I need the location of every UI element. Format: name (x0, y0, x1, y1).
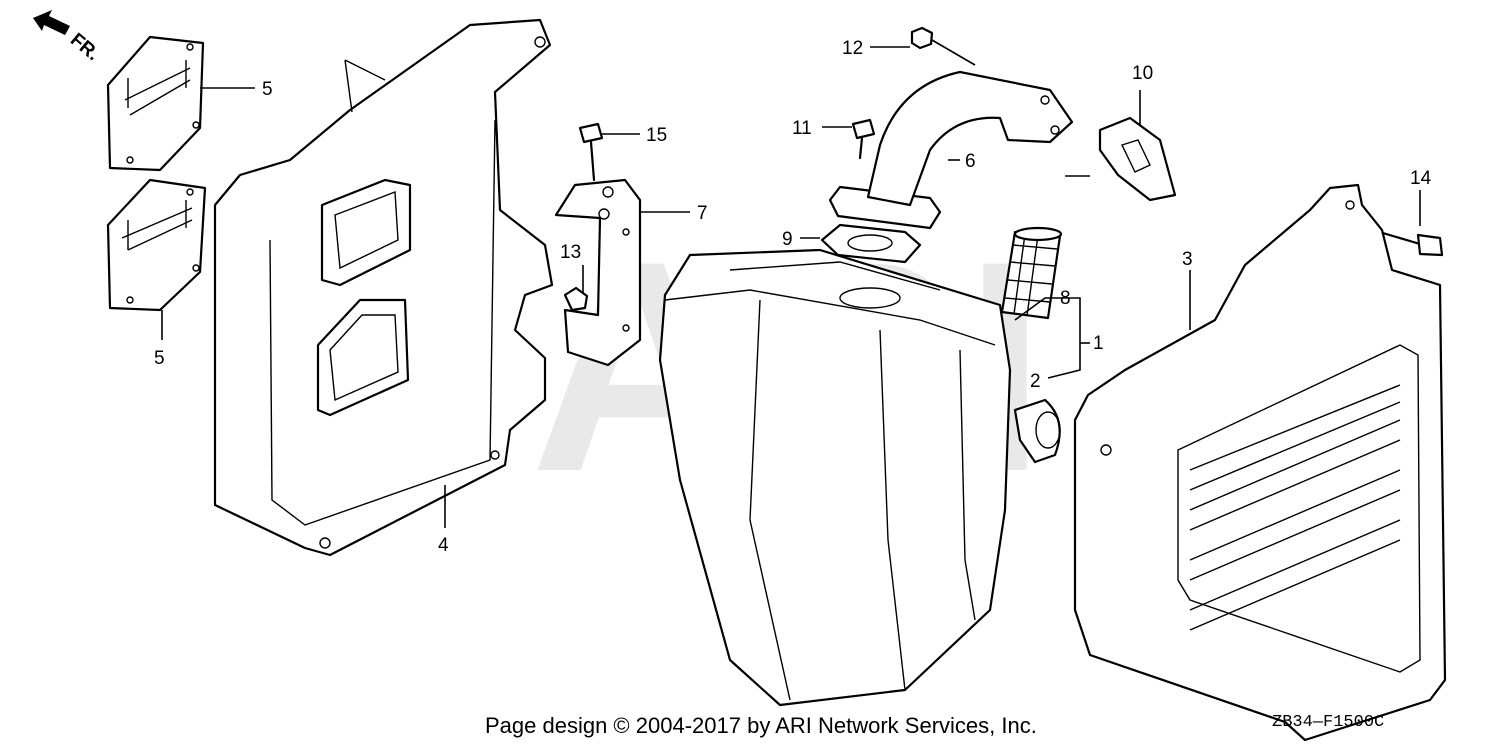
callout-10: 10 (1132, 63, 1153, 84)
callout-labels: 5 5 4 15 7 13 12 10 11 6 9 8 1 2 3 14 (154, 38, 1432, 556)
callout-8: 8 (1060, 288, 1071, 309)
callout-15: 15 (646, 125, 667, 146)
part-6-exhaust-pipe (828, 70, 1074, 230)
leader-lines (161, 39, 1421, 528)
front-arrow-icon (33, 10, 70, 35)
part-11-bolt (851, 118, 876, 160)
front-direction-marker: FR. (33, 10, 103, 65)
callout-4: 4 (438, 535, 449, 556)
callout-7: 7 (697, 203, 708, 224)
callout-1: 1 (1093, 333, 1104, 354)
part-13-nut (563, 286, 589, 312)
part-4-muffler-cover (213, 18, 554, 557)
part-5-plate-lower (106, 178, 207, 312)
callout-14: 14 (1410, 168, 1432, 189)
callout-5-lower: 5 (154, 348, 165, 369)
callout-6: 6 (965, 151, 976, 172)
front-marker-label: FR. (66, 29, 103, 65)
part-5-plate-upper (106, 35, 205, 172)
callout-2: 2 (1030, 371, 1041, 392)
part-12-nut (910, 26, 934, 50)
diagram-code: ZB34—F1500C (1272, 713, 1384, 732)
part-2-muffler-body (658, 248, 1061, 707)
part-10-gasket (1098, 116, 1177, 202)
callout-11: 11 (792, 118, 812, 139)
part-15-bolt (578, 122, 604, 182)
callout-13: 13 (560, 242, 581, 263)
part-3-muffler-protector (1073, 183, 1447, 742)
part-8-spark-arrester-screen (1000, 226, 1063, 320)
copyright-footer: Page design © 2004-2017 by ARI Network S… (485, 713, 1037, 738)
callout-9: 9 (782, 229, 793, 250)
callout-3: 3 (1182, 249, 1193, 270)
callout-12: 12 (842, 38, 863, 59)
part-7-bracket (554, 178, 642, 367)
callout-5-upper: 5 (262, 79, 273, 100)
